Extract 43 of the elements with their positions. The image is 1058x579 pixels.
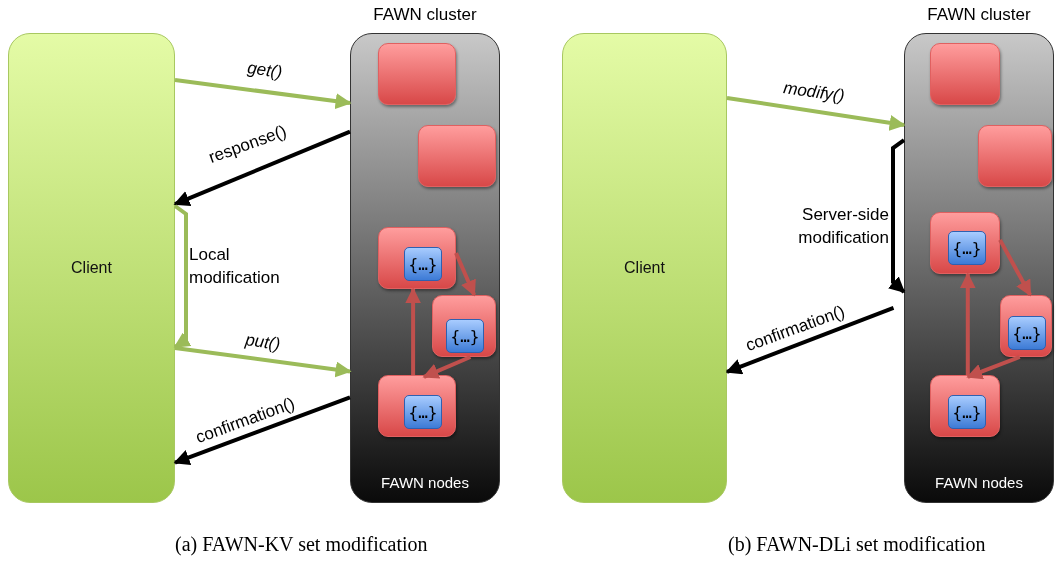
edge-label: get() (246, 58, 284, 83)
node-box (378, 227, 456, 289)
edge-label: modify() (782, 78, 846, 107)
data-object: {…} (404, 395, 442, 429)
data-object: {…} (1008, 316, 1046, 350)
arrow (887, 138, 906, 294)
arrow (174, 78, 352, 110)
figure-caption: (a) FAWN-KV set modification (175, 533, 428, 556)
node-box (930, 212, 1000, 274)
node-box (1000, 295, 1052, 357)
data-object: {…} (404, 247, 442, 281)
arrow (998, 238, 1032, 297)
arrow (174, 345, 352, 378)
arrow (405, 287, 422, 375)
arrow (959, 272, 976, 375)
node-box (418, 125, 496, 187)
client-box: Client (8, 33, 175, 503)
arrow (725, 306, 895, 375)
node-box (978, 125, 1052, 187)
arrow (966, 355, 1021, 380)
arrow (454, 252, 477, 297)
arrow (173, 204, 192, 349)
data-object: {…} (948, 395, 986, 429)
data-object: {…} (446, 319, 484, 353)
node-box (378, 375, 456, 437)
cluster-title: FAWN cluster (927, 5, 1031, 25)
arrow (173, 129, 351, 206)
arrow (173, 395, 351, 466)
node-box (378, 43, 456, 105)
edge-label: put() (244, 330, 282, 355)
client-box: Client (562, 33, 727, 503)
panel-label: FAWN nodes (935, 474, 1023, 491)
figure-caption: (b) FAWN-DLi set modification (728, 533, 986, 556)
node-box (930, 375, 1000, 437)
arrow (726, 95, 906, 131)
panel-label: FAWN nodes (381, 474, 469, 491)
data-object: {…} (948, 231, 986, 265)
node-box (930, 43, 1000, 105)
edge-label: Server-side modification (797, 204, 889, 249)
edge-label: Local modification (189, 244, 281, 289)
node-box (432, 295, 496, 357)
arrow (422, 355, 472, 379)
cluster-title: FAWN cluster (373, 5, 477, 25)
